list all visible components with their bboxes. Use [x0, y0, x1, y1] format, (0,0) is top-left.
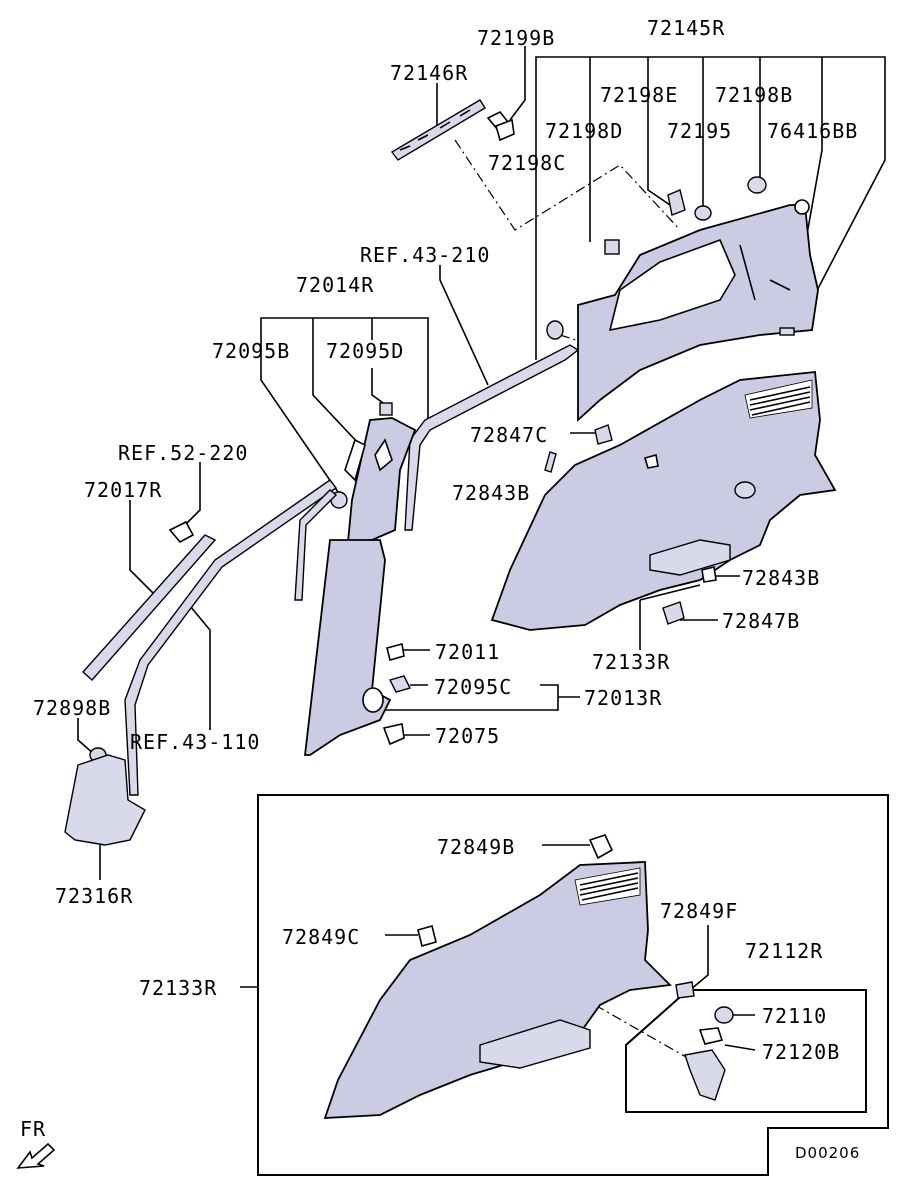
drawing-number: D00206: [795, 1144, 860, 1162]
label-72847B: 72847B: [722, 609, 800, 633]
ref-43-210-weatherstrip: [404, 344, 580, 531]
label-72195: 72195: [667, 119, 732, 143]
label-72898B: 72898B: [33, 696, 111, 720]
label-72017R: 72017R: [84, 478, 162, 502]
parts-box: [323, 834, 734, 1119]
label-72849F: 72849F: [660, 899, 738, 923]
label-fr: FR: [20, 1117, 46, 1141]
parts-upper: [64, 99, 837, 846]
label-72014R: 72014R: [296, 273, 374, 297]
part-72112R-cover: [684, 1049, 726, 1101]
label-ref-43-210: REF.43-210: [360, 243, 490, 267]
label-ref-52-220: REF.52-220: [118, 441, 248, 465]
label-76416BB: 76416BB: [767, 119, 858, 143]
part-72847B-clip: [662, 601, 685, 625]
part-72198D-clip: [604, 239, 620, 255]
part-72120B-screw: [698, 1027, 724, 1045]
part-72198C-clip: [546, 320, 564, 340]
part-72145R-upper-trim: [577, 204, 819, 423]
part-72011-screw: [386, 643, 405, 661]
label-72198D: 72198D: [545, 119, 623, 143]
part-72110-clip: [714, 1006, 734, 1024]
label-ref-43-110: REF.43-110: [130, 730, 260, 754]
part-72195-grommet: [694, 205, 712, 221]
part-72145R-window: [608, 238, 736, 332]
label-72011: 72011: [435, 640, 500, 664]
part-72017R-strip: [82, 534, 217, 681]
label-72316R: 72316R: [55, 884, 133, 908]
front-arrow-icon: [16, 1142, 56, 1169]
label-72843B-upper: 72843B: [452, 481, 530, 505]
part-72843B-screw-a: [643, 453, 659, 469]
label-72133R-upper: 72133R: [592, 650, 670, 674]
label-72198B: 72198B: [715, 83, 793, 107]
label-72112R: 72112R: [745, 939, 823, 963]
label-72198C: 72198C: [488, 151, 566, 175]
label-72199B: 72199B: [477, 26, 555, 50]
label-72146R: 72146R: [390, 61, 468, 85]
part-72013R-lower-pillar: [303, 539, 392, 756]
part-72843B-screw-b: [701, 566, 717, 583]
label-72013R: 72013R: [584, 686, 662, 710]
part-72199B-clip: [486, 110, 515, 142]
label-72849C: 72849C: [282, 925, 360, 949]
part-72095C-clip: [388, 675, 412, 693]
label-72095C: 72095C: [434, 675, 512, 699]
ref-52-220-clip: [168, 520, 195, 544]
part-72847C-clip: [594, 424, 613, 445]
part-72095D-clip: [379, 402, 393, 416]
detail-box-72112R: [625, 989, 867, 1113]
label-72198E: 72198E: [600, 83, 678, 107]
label-72095B: 72095B: [212, 339, 290, 363]
part-76416BB-tab: [779, 327, 795, 336]
label-72843B-lower: 72843B: [742, 566, 820, 590]
part-72198B-clip: [747, 176, 767, 194]
label-72110: 72110: [762, 1004, 827, 1028]
part-72316R-panel: [64, 754, 146, 846]
part-72849F-clip: [675, 981, 695, 999]
label-72145R: 72145R: [647, 16, 725, 40]
part-72849B-clip: [588, 834, 614, 860]
part-72146R-strip: [390, 99, 486, 161]
label-72133R-box: 72133R: [139, 976, 217, 1000]
detail-box-frame: [257, 794, 889, 1176]
ref-43-110-weatherstrip: [124, 479, 337, 796]
part-72133R-lower-trim: [490, 371, 837, 631]
callout-labels: 72199B 72145R 72146R 72198E 72198B 72198…: [20, 16, 860, 1162]
part-72133R-box-trim: [323, 861, 672, 1119]
label-72075: 72075: [435, 724, 500, 748]
part-76416BB-cap: [794, 199, 810, 215]
part-72849C-clip: [417, 925, 437, 947]
label-72849B: 72849B: [437, 835, 515, 859]
label-72847C: 72847C: [470, 423, 548, 447]
label-72095D: 72095D: [326, 339, 404, 363]
part-72014R-pillar: [347, 417, 417, 543]
part-72198E-clip: [667, 189, 686, 216]
part-72075-clip: [382, 723, 405, 746]
label-72120B: 72120B: [762, 1040, 840, 1064]
part-72133R-box-grille: [574, 867, 641, 906]
